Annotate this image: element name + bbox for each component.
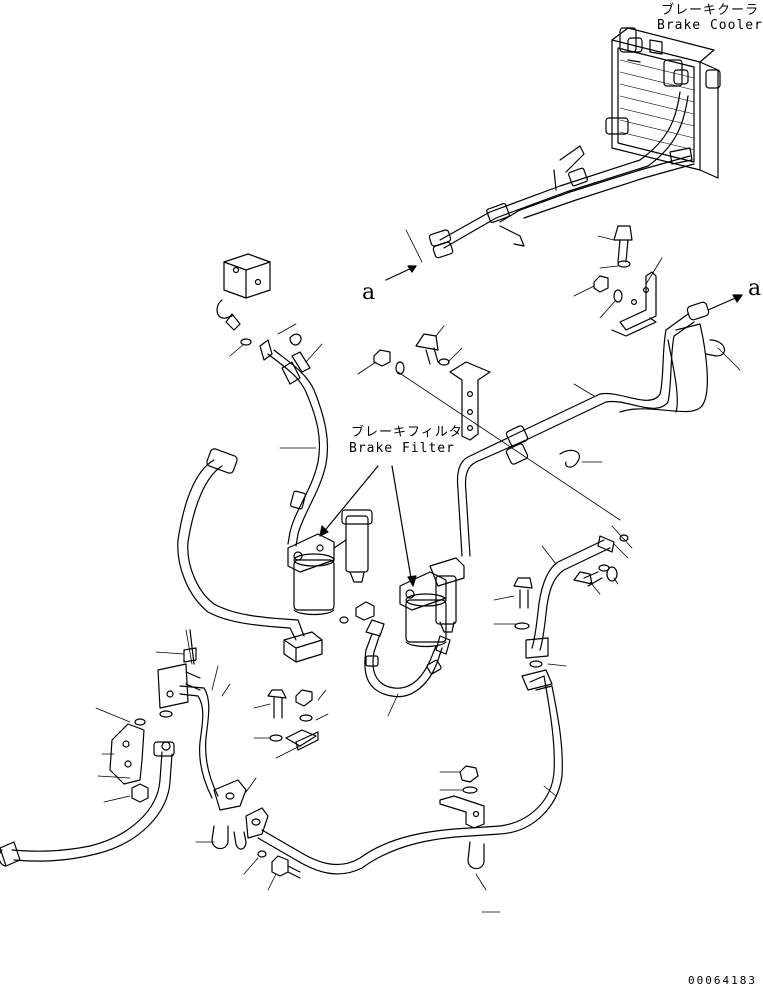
left-long-tube [178,448,374,662]
brake-filter-left [288,510,372,615]
cooler-hoses [429,92,694,258]
brake-filter-label-jp: ブレーキフィルタ [351,425,463,440]
valve-block-left [217,254,327,546]
brake-filter-right [400,558,464,647]
brake-filter-label-en: Brake Filter [349,441,455,456]
callout-a-left: a [362,280,376,305]
brake-filter-leaders [320,466,416,586]
main-tube-right [458,301,741,556]
brake-cooler-label-jp: ブレーキクーラ [661,3,760,18]
lower-left-hose [0,630,230,866]
right-lower-tube [258,536,628,874]
bracket-assembly-center [358,326,632,548]
document-number: 00064183 [688,974,757,987]
bracket-assembly-right [574,226,662,336]
callout-a-arrows [386,230,742,310]
brake-cooler-label-en: Brake Cooler [657,18,763,33]
bracket-lower-middle [440,766,500,912]
center-hose [365,620,450,716]
brake-cooler [606,28,720,178]
callout-a-right: a [748,276,762,301]
lower-left-tube [180,686,300,890]
clamp-group-center [254,690,328,758]
